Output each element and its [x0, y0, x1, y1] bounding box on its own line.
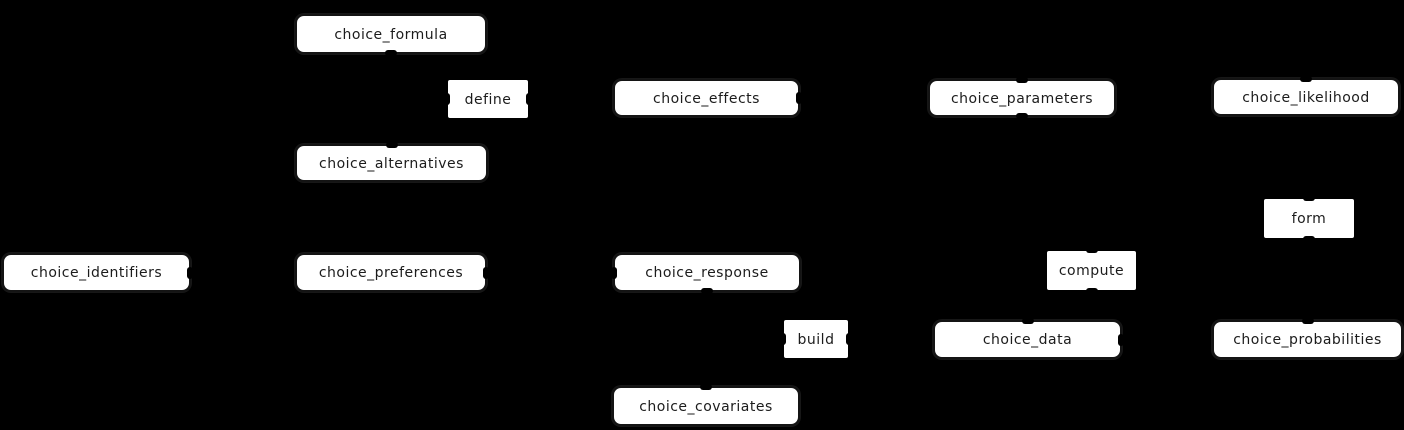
node-choice_alternatives-label: choice_alternatives — [319, 155, 464, 172]
node-choice_data-label: choice_data — [982, 332, 1073, 348]
edge-connector-top-icon — [1021, 318, 1034, 324]
edge-connector-right-icon — [526, 93, 532, 105]
edge-label-form-label: form — [1291, 211, 1327, 227]
edge-connector-top-icon — [385, 142, 398, 148]
edge-label-build: build — [780, 320, 852, 358]
node-choice_covariates-label: choice_covariates — [639, 398, 773, 415]
edge-connector-bottom-icon — [385, 50, 397, 56]
edge-connector-left-icon — [780, 333, 786, 345]
node-choice_effects-label: choice_effects — [653, 90, 760, 107]
node-choice_formula: choice_formula — [295, 14, 487, 56]
node-choice_parameters: choice_parameters — [928, 77, 1116, 119]
node-choice_parameters-label: choice_parameters — [950, 90, 1094, 107]
edge-connector-left-icon — [611, 266, 617, 279]
edge-connector-top-icon — [1016, 77, 1028, 83]
node-choice_covariates: choice_covariates — [612, 384, 800, 426]
edge-connector-left-icon — [444, 93, 450, 105]
edge-label-compute-label: compute — [1058, 263, 1125, 279]
node-choice_preferences: choice_preferences — [295, 253, 489, 292]
node-choice_response-label: choice_response — [645, 265, 769, 281]
node-choice_formula-label: choice_formula — [334, 26, 448, 43]
edge-label-build-label: build — [797, 331, 835, 348]
edge-label-define: define — [444, 80, 532, 118]
node-choice_alternatives: choice_alternatives — [295, 142, 488, 182]
edge-label-define-label: define — [464, 91, 512, 108]
node-choice_probabilities: choice_probabilities — [1212, 318, 1403, 359]
node-choice_preferences-label: choice_preferences — [318, 265, 464, 281]
node-choice_response: choice_response — [611, 253, 801, 294]
edge-connector-top-icon — [1085, 247, 1098, 253]
edge-connector-right-icon — [483, 266, 489, 279]
node-choice_identifiers-label: choice_identifiers — [30, 265, 163, 281]
edge-connector-top-icon — [700, 384, 712, 390]
edge-connector-top-icon — [1301, 318, 1314, 324]
node-choice_likelihood: choice_likelihood — [1212, 76, 1400, 116]
node-choice_identifiers: choice_identifiers — [2, 253, 193, 292]
edge-connector-bottom-icon — [701, 288, 713, 294]
edge-connector-right-icon — [846, 333, 852, 345]
node-choice_effects: choice_effects — [613, 79, 802, 117]
edge-connector-bottom-icon — [1016, 113, 1028, 119]
edge-connector-top-icon — [1300, 76, 1312, 82]
edge-connector-bottom-icon — [1085, 288, 1098, 294]
node-choice_probabilities-label: choice_probabilities — [1233, 332, 1382, 348]
edge-label-form: form — [1264, 195, 1354, 242]
edge-connector-top-icon — [1303, 195, 1315, 201]
edge-connector-right-icon — [187, 266, 193, 279]
node-choice_data: choice_data — [933, 318, 1124, 359]
edge-label-compute: compute — [1047, 247, 1136, 294]
edge-connector-right-icon — [796, 92, 802, 104]
node-choice_likelihood-label: choice_likelihood — [1242, 89, 1370, 106]
edge-connector-right-icon — [1118, 333, 1124, 346]
edge-connector-bottom-icon — [1303, 236, 1315, 242]
